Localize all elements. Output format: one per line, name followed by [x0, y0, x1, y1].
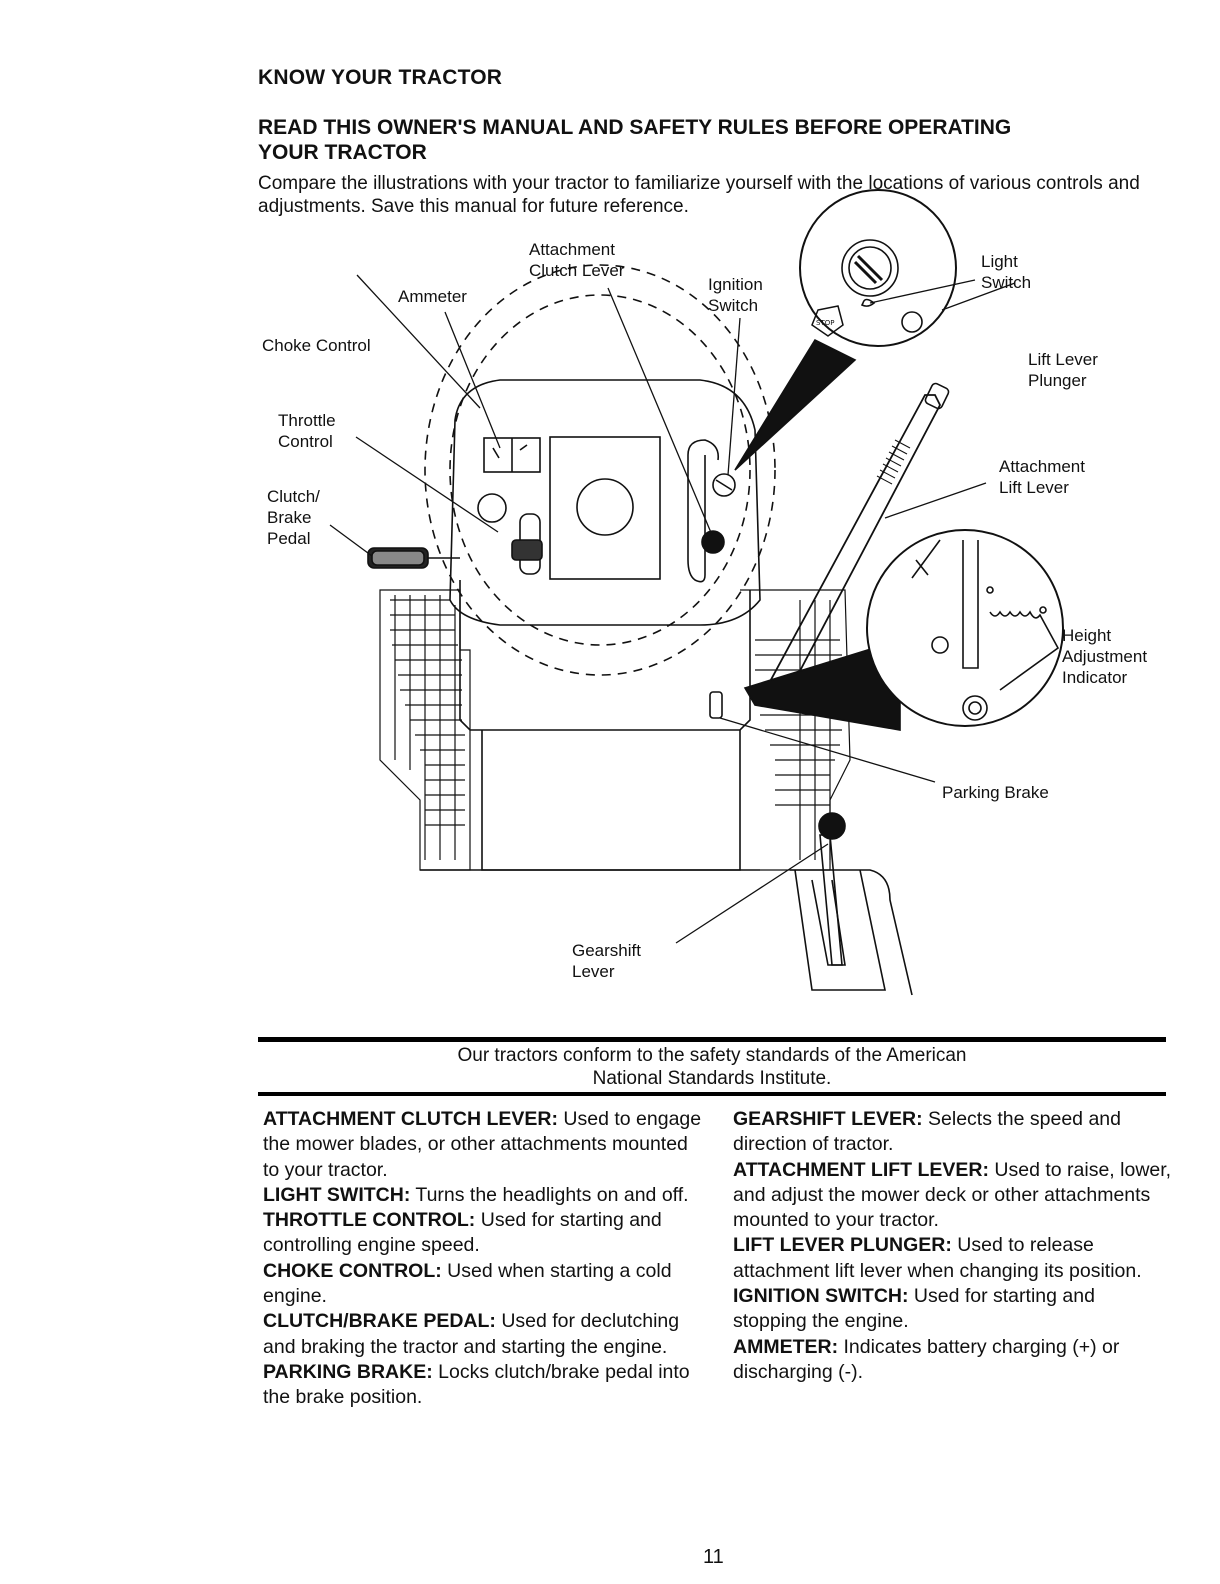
dashboard-zone-outer: [424, 264, 776, 676]
definition-term: IGNITION SWITCH:: [733, 1285, 909, 1308]
left-fender-grid: [379, 589, 471, 871]
notice-bottom-rule: [258, 1092, 1166, 1096]
page-number: 11: [703, 1546, 724, 1568]
definition-item: GEARSHIFT LEVER: Selects the speed and d…: [733, 1107, 1173, 1158]
notice-top-rule: [258, 1037, 1166, 1042]
definition-item: THROTTLE CONTROL: Used for starting and …: [263, 1208, 708, 1259]
tractor-body-outline: [459, 580, 751, 731]
definition-term: CHOKE CONTROL:: [263, 1259, 442, 1282]
label-leader-lines: [329, 274, 1016, 944]
safety-notice: Our tractors conform to the safety stand…: [457, 1045, 967, 1089]
definition-item: ATTACHMENT CLUTCH LEVER: Used to engage …: [263, 1107, 708, 1183]
definitions-left-column: ATTACHMENT CLUTCH LEVER: Used to engage …: [263, 1107, 708, 1411]
definition-item: PARKING BRAKE: Locks clutch/brake pedal …: [263, 1360, 708, 1411]
height-magnifier-beam: [743, 638, 901, 731]
choke-knob: [477, 493, 507, 523]
definition-term: ATTACHMENT LIFT LEVER:: [733, 1158, 989, 1181]
label-throttle-control: Throttle Control: [278, 411, 336, 451]
definition-text: Used when starting a cold engine.: [263, 1259, 672, 1308]
definition-term: LIGHT SWITCH:: [263, 1183, 411, 1206]
ignition-key-small: [712, 473, 736, 497]
definition-term: AMMETER:: [733, 1335, 839, 1358]
label-attachment-clutch-lever: Attachment Clutch Lever: [529, 240, 625, 280]
definition-item: IGNITION SWITCH: Used for starting and s…: [733, 1284, 1173, 1335]
definition-term: GEARSHIFT LEVER:: [733, 1108, 923, 1130]
definitions-right-column: GEARSHIFT LEVER: Selects the speed and d…: [733, 1107, 1173, 1385]
label-lift-lever-plunger: Lift Lever Plunger: [1028, 350, 1098, 390]
center-decal: [549, 436, 661, 580]
definition-text: Used for starting and stopping the engin…: [733, 1285, 1095, 1333]
definition-text: Selects the speed and direction of tract…: [733, 1108, 1121, 1156]
label-height-adjustment-indicator: Height Adjustment Indicator: [1062, 626, 1148, 687]
definition-term: THROTTLE CONTROL:: [263, 1209, 476, 1232]
definition-text: Turns the headlights on and off.: [410, 1183, 689, 1206]
definition-term: ATTACHMENT CLUTCH LEVER:: [263, 1108, 558, 1130]
ignition-magnifier-beam: [734, 338, 857, 471]
definition-text: Used to engage the mower blades, or othe…: [263, 1108, 702, 1181]
label-choke-control: Choke Control: [262, 336, 371, 355]
definition-term: LIFT LEVER PLUNGER:: [733, 1234, 952, 1257]
label-light-switch: Light Switch: [981, 252, 1032, 292]
definition-item: CLUTCH/BRAKE PEDAL: Used for declutching…: [263, 1309, 708, 1360]
intro-paragraph: Compare the illustrations with your trac…: [258, 173, 1140, 217]
label-ignition-switch: Ignition Switch: [708, 275, 763, 315]
definition-item: ATTACHMENT LIFT LEVER: Used to raise, lo…: [733, 1158, 1173, 1234]
ammeter-gauge: [483, 437, 541, 473]
label-attachment-lift-lever: Attachment Lift Lever: [999, 457, 1085, 497]
definition-item: CHOKE CONTROL: Used when starting a cold…: [263, 1259, 708, 1310]
svg-text:STOP: STOP: [816, 319, 834, 327]
label-gearshift-lever: Gearshift Lever: [572, 941, 641, 981]
definition-item: LIGHT SWITCH: Turns the headlights on an…: [263, 1183, 708, 1208]
label-parking-brake: Parking Brake: [942, 783, 1049, 802]
parking-brake-latch: [709, 691, 723, 719]
label-clutch-brake-pedal: Clutch/ Brake Pedal: [267, 487, 320, 548]
definition-term: PARKING BRAKE:: [263, 1360, 433, 1383]
dashboard-panel: [449, 379, 761, 626]
definition-term: CLUTCH/BRAKE PEDAL:: [263, 1310, 496, 1333]
definition-text: Used to release attachment lift lever wh…: [733, 1234, 1142, 1282]
definition-text: Used for starting and controlling engine…: [263, 1209, 662, 1257]
definition-item: AMMETER: Indicates battery charging (+) …: [733, 1335, 1173, 1386]
label-ammeter: Ammeter: [398, 287, 467, 306]
attachment-clutch-slot: [687, 439, 720, 583]
clutch-brake-pedal: [367, 547, 460, 569]
height-magnified-view: [866, 529, 1064, 727]
definition-text: Locks clutch/brake pedal into the brake …: [263, 1360, 690, 1409]
page-title: KNOW YOUR TRACTOR: [258, 66, 503, 89]
page-subtitle: READ THIS OWNER'S MANUAL AND SAFETY RULE…: [258, 116, 1012, 164]
definition-text: Used for declutching and braking the tra…: [263, 1310, 680, 1358]
definition-text: Indicates battery charging (+) or discha…: [733, 1335, 1120, 1383]
gearshift-lever: [790, 812, 913, 996]
tractor-controls-illustration: STOP: [329, 189, 1064, 996]
definition-item: LIFT LEVER PLUNGER: Used to release atta…: [733, 1233, 1173, 1284]
definition-text: Used to raise, lower, and adjust the mow…: [733, 1158, 1172, 1232]
